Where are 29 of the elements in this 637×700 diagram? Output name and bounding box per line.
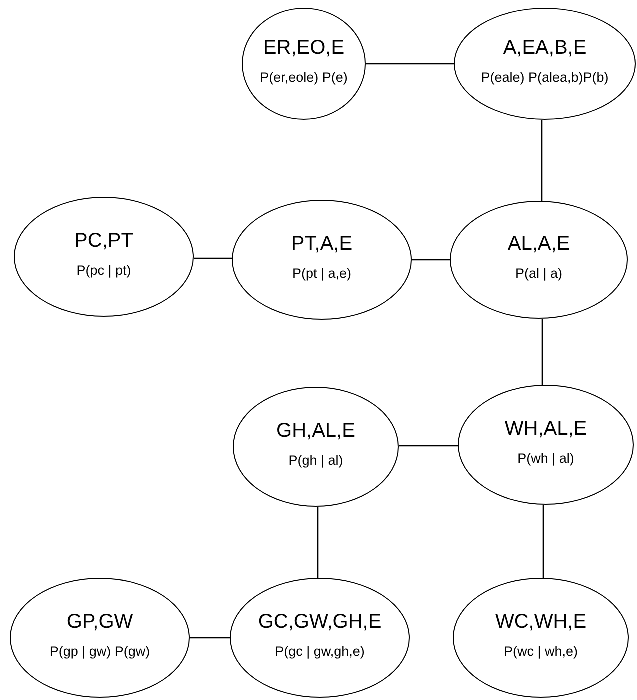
probability-factors: P(gh | al) (288, 453, 344, 468)
connector-line (412, 259, 450, 261)
clique-variables: GC,GW,GH,E (258, 611, 382, 634)
connector-line (366, 63, 454, 65)
connector-line (317, 507, 319, 578)
clique-variables: ER,EO,E (263, 37, 345, 60)
connector-line (194, 258, 232, 260)
probability-factors: P(gc | gw,gh,e) (275, 644, 365, 659)
clique-variables: A,EA,B,E (503, 37, 587, 60)
probability-factors: P(er,eole) P(e) (260, 70, 348, 85)
connector-line (542, 319, 544, 385)
probability-factors: P(eale) P(alea,b)P(b) (481, 70, 609, 85)
clique-variables: WH,AL,E (504, 418, 588, 441)
connector-line (190, 637, 230, 639)
clique-variables: AL,A,E (508, 233, 570, 256)
probability-factors: P(pt | a,e) (292, 266, 352, 281)
clique-variables: GH,AL,E (276, 420, 356, 443)
probability-factors: P(wh | al) (518, 451, 574, 466)
clique-variables: WC,WH,E (495, 611, 587, 634)
clique-variables: PT,A,E (291, 233, 353, 256)
connector-line (399, 445, 458, 447)
clique-variables: GP,GW (66, 611, 134, 634)
probability-factors: P(al | a) (515, 266, 563, 281)
probability-factors: P(wc | wh,e) (504, 644, 578, 659)
connector-line (542, 505, 544, 578)
probability-factors: P(pc | pt) (76, 263, 132, 278)
probability-factors: P(gp | gw) P(gw) (50, 644, 150, 659)
connector-line (541, 120, 543, 201)
clique-variables: PC,PT (74, 230, 134, 253)
